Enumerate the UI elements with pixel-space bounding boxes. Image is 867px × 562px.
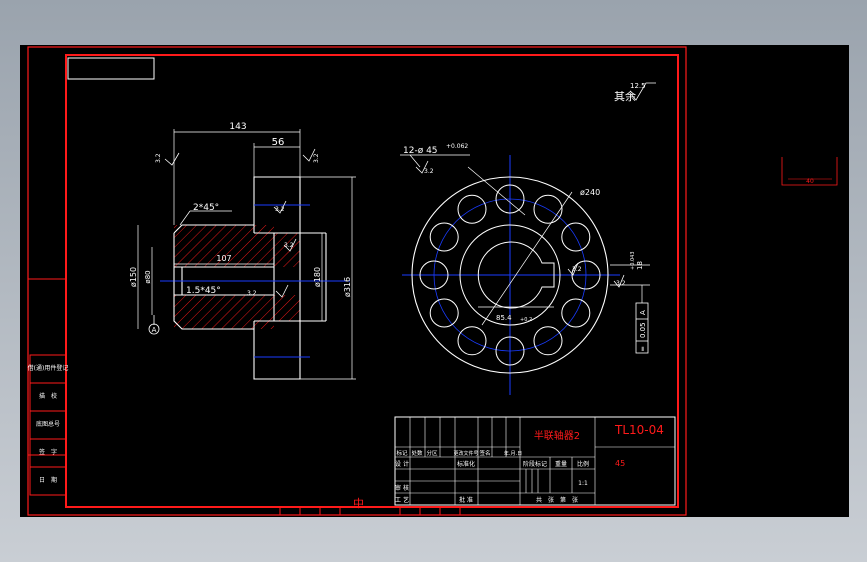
pin-hole	[419, 260, 449, 290]
hole-roughness: 3.2	[424, 168, 434, 175]
front-view[interactable]: 12-ø 45 +0.062 3.2 ø240 85.4 +0.2 18 +0.…	[400, 143, 650, 395]
hdr-signature: 签名	[479, 449, 490, 457]
code-box	[67, 57, 155, 80]
left-strip: 借(通)用件登记 描 校 底图总号 签 字 日 期	[28, 354, 69, 496]
rough-c: 3.2	[275, 206, 285, 213]
pin-hole	[457, 194, 487, 224]
tol-frame-val: 0.05	[639, 322, 647, 338]
pin-hole	[561, 222, 591, 252]
key-roughness-mark	[567, 262, 579, 276]
pin-hole	[495, 184, 525, 214]
part-name: 半联轴器2	[534, 429, 580, 442]
hdr-zone: 分区	[426, 449, 438, 457]
finish-value: 12.5	[630, 82, 646, 90]
side-section-view[interactable]: 143 56 107 2*45° 1.5*45° ø316 ø180 ø150 …	[129, 122, 356, 380]
dim-dia-180: ø180	[313, 267, 322, 287]
row-standard: 标准化	[457, 460, 475, 468]
hole-roughness-mark	[415, 160, 429, 174]
dim-dia-316: ø316	[343, 277, 352, 297]
hatch-top	[174, 225, 300, 267]
drawing-canvas[interactable]: 中 借(通)用件登记 描 校 底图总号 签 字 日 期	[20, 45, 849, 517]
keyway-bore	[477, 241, 555, 309]
scale-label: 比例	[577, 460, 589, 468]
dim-keyway: 85.4	[496, 314, 512, 322]
dim-keyway-tol: +0.2	[520, 317, 532, 323]
rough-key: 3.2	[572, 266, 582, 273]
right-panel: 40	[781, 157, 838, 186]
tol-frame-ref: A	[639, 310, 647, 315]
pin-hole	[429, 298, 459, 328]
datum-label: A	[152, 326, 157, 334]
outer-border	[27, 46, 687, 516]
material: 45	[615, 459, 625, 468]
sheet-text: 共 张 第 张	[536, 496, 578, 504]
dim-bore: 107	[216, 254, 231, 263]
surface-finish-note: 其余 12.5	[614, 82, 656, 103]
dim-dia-150: ø150	[129, 267, 138, 287]
dim-total-width: 143	[229, 122, 246, 132]
front-leaders	[400, 154, 650, 326]
tol-frame-sym: ═	[639, 346, 647, 352]
pin-hole	[429, 222, 459, 252]
strip-label-2: 描 校	[39, 392, 57, 400]
chamfer-large: 2*45°	[193, 203, 219, 213]
weight-label: 重量	[555, 460, 567, 468]
right-panel-dim-frame	[781, 157, 838, 186]
hatch-bottom	[174, 295, 300, 329]
pin-hole	[457, 326, 487, 356]
row-approve: 批 准	[459, 496, 473, 504]
dim-key-width: 18	[636, 261, 644, 270]
cad-drawing: 中 借(通)用件登记 描 校 底图总号 签 字 日 期	[27, 46, 838, 516]
strip-label-1: 借(通)用件登记	[28, 364, 69, 372]
dim-hub-width: 56	[272, 137, 285, 148]
pin-hole	[533, 326, 563, 356]
title-block-frame	[394, 416, 676, 506]
pin-holes	[419, 184, 601, 366]
rough-side: 3.2	[616, 280, 626, 287]
scale-value: 1:1	[578, 480, 588, 487]
hdr-date: 年.月.日	[504, 450, 522, 457]
dim-pcd: ø240	[580, 188, 600, 197]
strip-label-3: 底图总号	[36, 420, 60, 428]
strip-label-4: 签 字	[39, 448, 57, 456]
stage-label: 阶段标记	[523, 460, 547, 468]
pitch-circle	[433, 198, 587, 352]
datum-circle	[148, 323, 160, 335]
row-process: 工 艺	[395, 496, 409, 504]
pin-hole	[571, 260, 601, 290]
bottom-center-mark: 中	[353, 497, 364, 510]
drawing-number: TL10-04	[614, 423, 664, 437]
finish-symbol	[629, 82, 656, 101]
dim-small-dia: ø80	[144, 270, 152, 283]
title-block[interactable]: 半联轴器2 TL10-04 45 标记 处数 分区 更改文件号 签名 年.月.日…	[394, 416, 676, 506]
hdr-count: 处数	[411, 449, 423, 457]
dim-key-tol: +0.043	[630, 251, 636, 270]
finish-label: 其余	[614, 89, 636, 103]
pin-hole	[495, 336, 525, 366]
side-dim-lines	[137, 129, 356, 380]
side-roughness-mark	[613, 274, 625, 288]
tolerance-frame	[635, 302, 649, 354]
title-block-grid	[395, 417, 675, 505]
hole-callout: 12-ø 45	[403, 146, 438, 156]
rough-d: 3.2	[247, 290, 257, 297]
rough-b: 3.2	[313, 153, 320, 163]
hdr-mark: 标记	[396, 449, 408, 457]
chamfer-small: 1.5*45°	[186, 286, 221, 296]
strip-label-5: 日 期	[39, 476, 57, 484]
pin-hole	[561, 298, 591, 328]
right-panel-dim: 40	[806, 178, 814, 185]
roughness-symbols	[164, 148, 316, 298]
outer-circle	[411, 176, 609, 374]
hole-tolerance: +0.062	[446, 143, 468, 150]
inner-border	[65, 54, 679, 508]
hub-circle	[459, 224, 561, 326]
border-ticks	[28, 278, 461, 515]
row-design: 设 计	[395, 460, 409, 468]
rough-a: 3.2	[155, 153, 162, 163]
pin-hole	[533, 194, 563, 224]
hdr-change-doc: 更改文件号	[453, 450, 478, 457]
rough-e: 3.2	[284, 242, 294, 249]
row-check: 审 核	[395, 484, 409, 492]
